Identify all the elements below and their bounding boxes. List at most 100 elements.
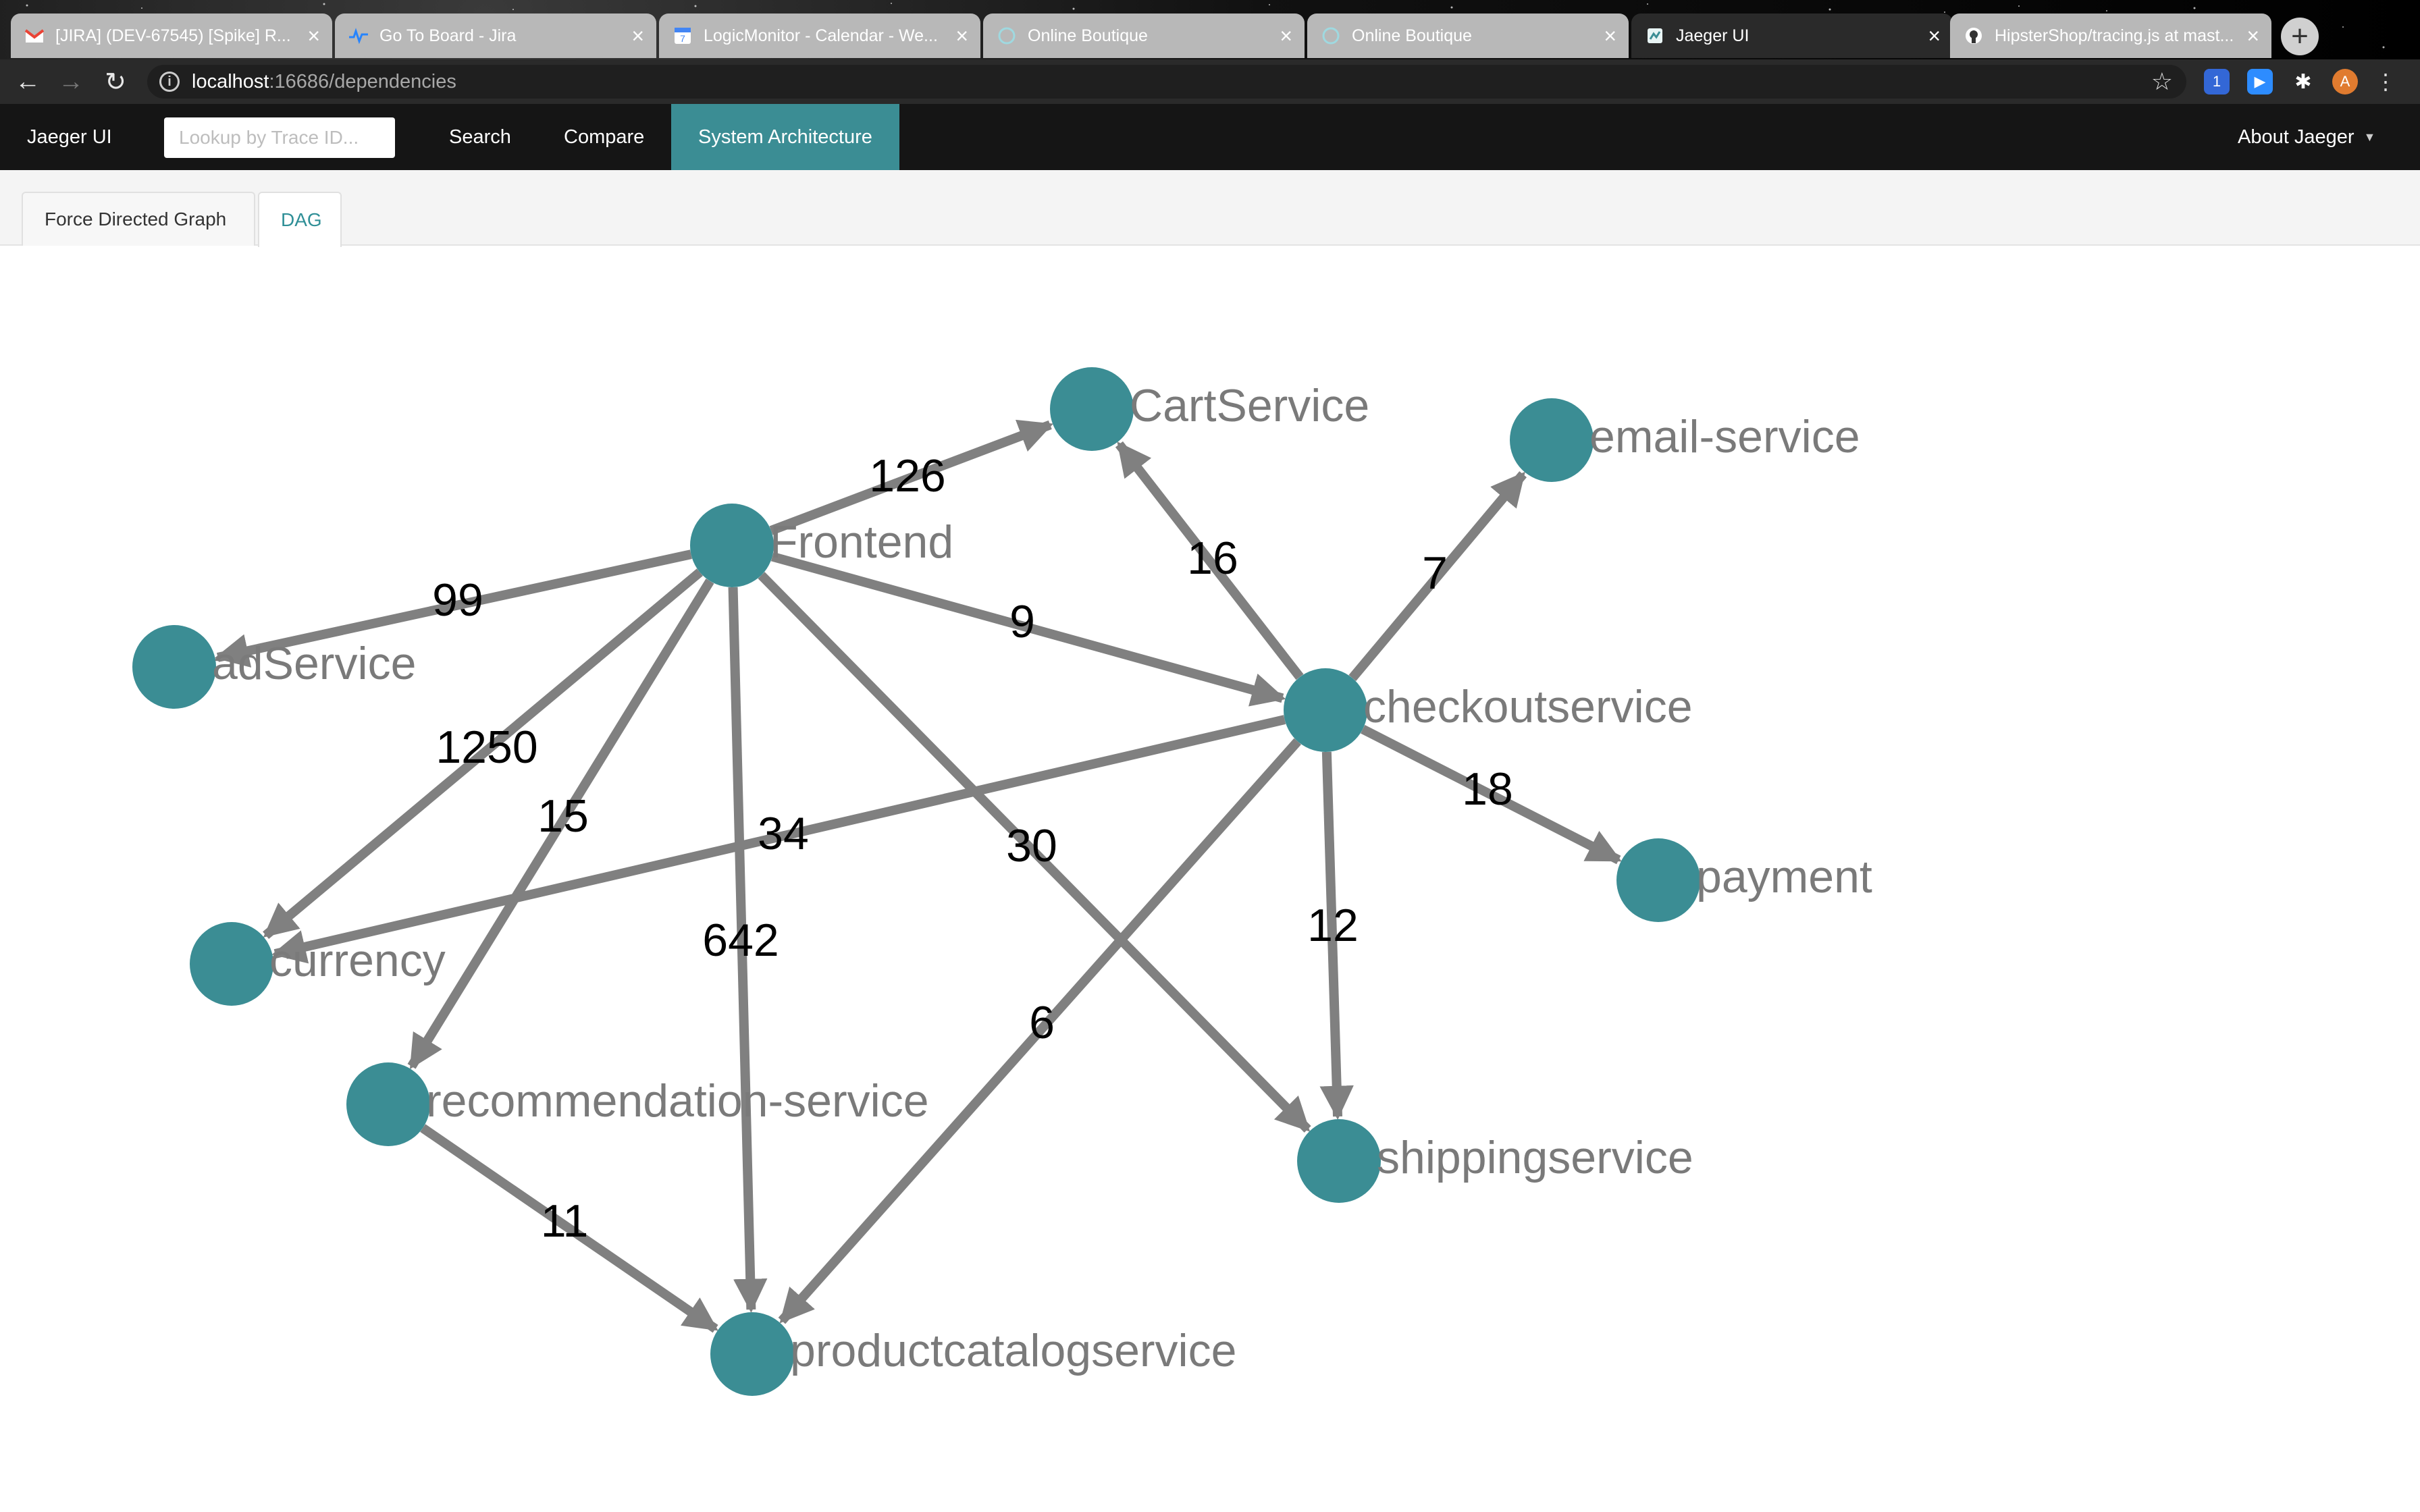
browser-toolbar: ← → ↻ i localhost:16686/dependencies ☆ 1…: [0, 59, 2420, 104]
nav-system-architecture[interactable]: System Architecture: [671, 104, 899, 170]
about-jaeger-label: About Jaeger: [2238, 126, 2355, 148]
service-node-circle[interactable]: [1616, 838, 1700, 922]
browser-tab-online-boutique-1[interactable]: Online Boutique ×: [983, 14, 1305, 58]
service-node-circle[interactable]: [1297, 1119, 1381, 1203]
back-arrow-icon[interactable]: ←: [15, 67, 41, 96]
reload-icon[interactable]: ↻: [105, 68, 126, 97]
service-node-circle[interactable]: [132, 625, 216, 709]
starfield-background: [26, 3, 2385, 49]
node-productcatalog[interactable]: productcatalogservice: [710, 1312, 1236, 1396]
forward-arrow-icon[interactable]: →: [58, 67, 84, 96]
service-node-label: checkoutservice: [1363, 681, 1693, 732]
browser-menu-icon[interactable]: ⋮: [2375, 70, 2396, 94]
service-node-circle[interactable]: [1510, 398, 1594, 482]
site-info-icon[interactable]: i: [159, 72, 180, 92]
service-node-circle[interactable]: [710, 1312, 794, 1396]
tab-title: Jaeger UI: [1676, 26, 1750, 45]
tab-title: LogicMonitor - Calendar - We...: [704, 26, 938, 45]
browser-tab-github[interactable]: HipsterShop/tracing.js at mast... ×: [1950, 14, 2271, 58]
password-manager-icon[interactable]: 1: [2204, 69, 2230, 94]
browser-tab-strip: [JIRA] (DEV-67545) [Spike] R... × Go To …: [0, 0, 2420, 59]
nav-about-jaeger[interactable]: About Jaeger ▼: [2238, 104, 2375, 170]
nav-compare[interactable]: Compare: [564, 126, 645, 148]
close-tab-icon[interactable]: ×: [631, 24, 644, 48]
edge-call-count: 30: [1006, 820, 1057, 871]
new-tab-button[interactable]: +: [2281, 18, 2319, 55]
service-node-circle[interactable]: [690, 504, 774, 587]
browser-tab-logicmonitor[interactable]: 7 LogicMonitor - Calendar - We... ×: [659, 14, 980, 58]
close-tab-icon[interactable]: ×: [2246, 24, 2259, 48]
edge-call-count: 34: [758, 808, 809, 859]
close-tab-icon[interactable]: ×: [1604, 24, 1616, 48]
edge-frontend-to-ad: [214, 549, 692, 668]
edge-call-count: 9: [1009, 596, 1035, 647]
close-tab-icon[interactable]: ×: [1280, 24, 1292, 48]
zoom-extension-icon[interactable]: ▶: [2247, 69, 2273, 94]
service-node-label: productcatalogservice: [790, 1325, 1236, 1376]
service-node-circle[interactable]: [1284, 668, 1367, 752]
browser-tab-jira-email[interactable]: [JIRA] (DEV-67545) [Spike] R... ×: [11, 14, 332, 58]
boutique-icon: [997, 26, 1017, 46]
tab-force-directed-graph[interactable]: Force Directed Graph: [22, 192, 255, 246]
nav-search[interactable]: Search: [449, 126, 511, 148]
node-cart[interactable]: CartService: [1050, 367, 1369, 451]
extensions-puzzle-icon[interactable]: ✱: [2294, 70, 2312, 93]
chevron-down-icon: ▼: [2363, 130, 2376, 144]
trace-id-lookup-input[interactable]: [164, 117, 395, 158]
browser-tab-jira-board[interactable]: Go To Board - Jira ×: [335, 14, 656, 58]
close-tab-icon[interactable]: ×: [955, 24, 968, 48]
service-node-label: recommendation-service: [426, 1075, 929, 1127]
service-node-circle[interactable]: [1050, 367, 1134, 451]
url-host: localhost: [192, 70, 269, 92]
edge-frontend-to-checkout: [770, 551, 1286, 707]
service-node-label: Frontend: [770, 516, 953, 568]
jira-pulse-icon: [348, 26, 369, 46]
browser-tab-online-boutique-2[interactable]: Online Boutique ×: [1307, 14, 1629, 58]
edge-checkout-to-payment: [1361, 724, 1622, 865]
node-checkout[interactable]: checkoutservice: [1284, 668, 1693, 752]
edge-recommendation-to-productcatalog: [420, 1124, 718, 1333]
node-ad[interactable]: adService: [132, 625, 416, 709]
node-shipping[interactable]: shippingservice: [1297, 1119, 1693, 1203]
node-email[interactable]: email-service: [1510, 398, 1860, 482]
browser-tab-jaeger-ui[interactable]: Jaeger UI ×: [1631, 14, 1953, 58]
edge-call-count: 16: [1187, 533, 1238, 584]
jaeger-icon: [1645, 26, 1665, 46]
service-node-circle[interactable]: [346, 1062, 430, 1146]
edge-frontend-to-currency: [263, 568, 703, 940]
close-tab-icon[interactable]: ×: [1928, 24, 1941, 48]
edge-checkout-to-cart: [1115, 441, 1304, 680]
svg-text:7: 7: [680, 33, 685, 44]
node-payment[interactable]: payment: [1616, 838, 1872, 922]
url-path: :16686/dependencies: [269, 70, 456, 92]
edge-checkout-to-email: [1348, 471, 1527, 681]
edge-call-count: 6: [1029, 997, 1055, 1048]
service-node-label: shippingservice: [1377, 1132, 1693, 1183]
bookmark-star-icon[interactable]: ☆: [2151, 68, 2173, 95]
tab-title: [JIRA] (DEV-67545) [Spike] R...: [55, 26, 291, 45]
edge-call-count: 1250: [436, 722, 537, 773]
address-bar[interactable]: i localhost:16686/dependencies ☆: [147, 65, 2186, 99]
edge-frontend-to-shipping: [758, 572, 1311, 1133]
edge-call-count: 11: [541, 1195, 589, 1247]
node-currency[interactable]: currency: [190, 922, 446, 1006]
edge-call-count: 126: [869, 450, 945, 502]
tab-title: Go To Board - Jira: [379, 26, 517, 45]
node-recommendation[interactable]: recommendation-service: [346, 1062, 929, 1146]
tab-title: Online Boutique: [1028, 26, 1148, 45]
service-node-circle[interactable]: [190, 922, 273, 1006]
edge-call-count: 12: [1307, 900, 1359, 951]
github-icon: [1964, 26, 1984, 46]
close-tab-icon[interactable]: ×: [307, 24, 320, 48]
edge-frontend-to-cart: [769, 419, 1053, 535]
tab-title: Online Boutique: [1352, 26, 1472, 45]
jaeger-brand-link[interactable]: Jaeger UI: [27, 126, 112, 148]
profile-avatar[interactable]: A: [2332, 69, 2358, 94]
boutique-icon: [1321, 26, 1341, 46]
service-node-label: payment: [1696, 851, 1872, 902]
tab-dag[interactable]: DAG: [258, 192, 342, 247]
profile-initial: A: [2340, 73, 2350, 90]
edge-call-count: 18: [1462, 763, 1513, 815]
node-frontend[interactable]: Frontend: [690, 504, 953, 587]
